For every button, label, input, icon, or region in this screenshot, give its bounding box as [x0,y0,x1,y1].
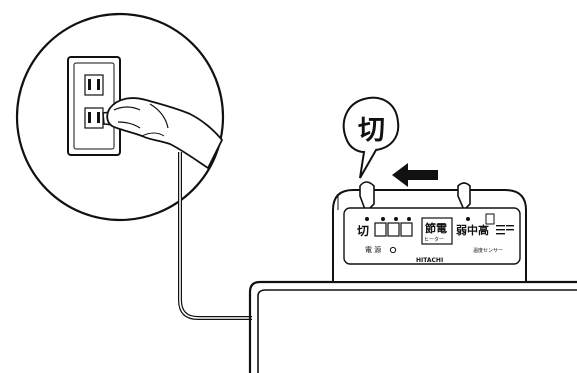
speech-bubble-text: 切 [358,115,385,146]
heater-device: 切 節電 ヒーター 弱中高 電 源 温度センサー HITACHI [332,181,527,283]
power-cord [178,152,252,320]
power-indicator-label: 電 源 [365,245,381,254]
off-label: 切 [357,224,369,238]
table-top [248,280,577,373]
speed-levels-label: 弱中高 [456,223,489,237]
switch-buttons [365,217,413,237]
speech-bubble: 切 [342,96,400,179]
heater-sub-label: ヒーター [424,236,444,243]
hand-unplugging-icon [106,97,224,170]
temp-sensor-label: 温度センサー [473,247,503,254]
brand-logo: HITACHI [416,257,443,264]
arrow-left-icon [392,163,438,187]
power-save-label: 節電 [425,221,447,235]
outlet-callout [15,12,225,222]
